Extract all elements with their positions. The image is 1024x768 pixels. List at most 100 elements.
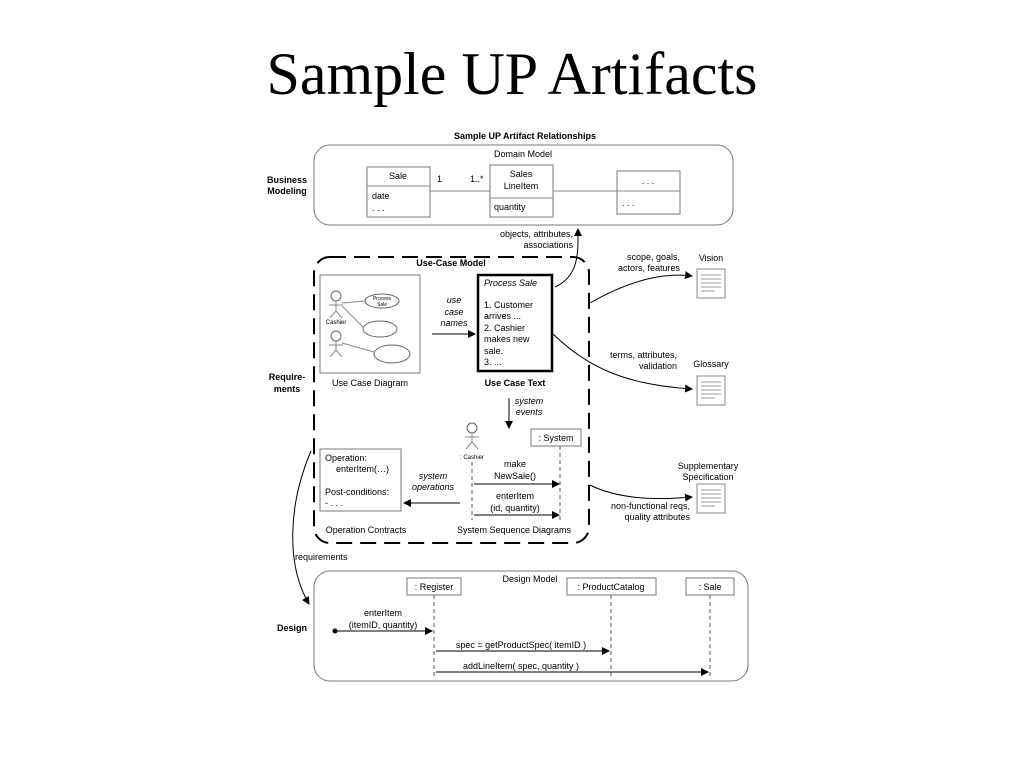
svg-text:use: use (447, 295, 462, 305)
svg-text:: System: : System (538, 433, 573, 443)
svg-text:non-functional reqs,: non-functional reqs, (611, 501, 690, 511)
svg-text:Specification: Specification (682, 472, 733, 482)
diagram-title: Sample UP Artifact Relationships (454, 131, 596, 141)
vision-document-icon (696, 268, 726, 299)
actor-icon (465, 422, 479, 450)
supplementary-label: Supplementary Specification (678, 461, 739, 482)
svg-text:Process: Process (373, 296, 392, 302)
svg-text:Modeling: Modeling (267, 186, 307, 196)
svg-text:Sales: Sales (510, 169, 533, 179)
svg-text:sale.: sale. (484, 346, 503, 356)
svg-text:date: date (372, 191, 390, 201)
svg-text:. . .: . . . (642, 176, 655, 186)
class-sale: Sale date . . . (366, 166, 431, 218)
use-case-diagram-caption: Use Case Diagram (332, 378, 408, 388)
design-model-frame (313, 570, 749, 682)
operation-contract: Operation: enterItem(…) Post-conditions:… (319, 448, 402, 512)
svg-text:terms, attributes,: terms, attributes, (610, 350, 677, 360)
link-requirements: requirements (292, 450, 348, 605)
ssd-caption: System Sequence Diagrams (457, 525, 572, 535)
svg-text:. . .: . . . (372, 203, 385, 213)
link-scope-goals: scope, goals, actors, features (589, 252, 693, 304)
svg-text:arrives ...: arrives ... (484, 311, 521, 321)
message-enter-item: enterItem (itemID, quantity) (332, 608, 433, 635)
svg-text:events: events (516, 407, 543, 417)
svg-text:Business: Business (267, 175, 307, 185)
svg-text:Require-: Require- (269, 372, 306, 382)
lifeline-sale: : Sale (685, 577, 735, 676)
svg-text:associations: associations (523, 240, 573, 250)
svg-text:3. ...: 3. ... (484, 357, 502, 367)
svg-text:enterItem: enterItem (364, 608, 402, 618)
svg-text:Post-conditions:: Post-conditions: (325, 487, 389, 497)
slide-title: Sample UP Artifacts (266, 41, 758, 107)
requirements-label: Require- ments (269, 372, 306, 394)
system-sequence-diagram: : Cashier : System make NewSale() enterI… (460, 422, 582, 520)
multiplicity-one: 1 (437, 174, 442, 184)
domain-model-title: Domain Model (494, 149, 552, 159)
svg-text:Process Sale: Process Sale (484, 278, 537, 288)
class-other: . . . . . . (616, 170, 681, 215)
svg-text:Sale: Sale (377, 302, 387, 308)
class-sales-lineitem: Sales LineItem quantity (489, 164, 554, 218)
message-add-line-item: addLineItem( spec, quantity ) (436, 661, 709, 676)
svg-text:validation: validation (639, 361, 677, 371)
svg-text:quality attributes: quality attributes (624, 512, 690, 522)
use-case-model-frame (313, 256, 590, 544)
vision-label: Vision (699, 253, 723, 263)
actor-icon (329, 330, 343, 358)
operation-contracts-caption: Operation Contracts (326, 525, 407, 535)
svg-text:2. Cashier: 2. Cashier (484, 323, 525, 333)
svg-text:makes new: makes new (484, 334, 530, 344)
svg-text:: Sale: : Sale (698, 582, 721, 592)
svg-text:. . .: . . . (622, 198, 635, 208)
svg-text:enterItem(…): enterItem(…) (336, 464, 389, 474)
link-nonfunctional: non-functional reqs, quality attributes (589, 484, 693, 522)
svg-text:: Register: : Register (415, 582, 454, 592)
link-terms-attributes: terms, attributes, validation (552, 333, 693, 393)
use-case-text: Process Sale 1. Customer arrives ... 2. … (476, 273, 554, 373)
design-model-title: Design Model (502, 574, 557, 584)
svg-text:system: system (419, 471, 448, 481)
svg-text:system: system (515, 396, 544, 406)
design-label: Design (277, 623, 307, 633)
message-get-product-spec: spec = getProductSpec( itemID ) (436, 640, 610, 655)
svg-text:actors, features: actors, features (618, 263, 681, 273)
svg-text:Sale: Sale (389, 171, 407, 181)
use-case-model-title: Use-Case Model (416, 258, 486, 268)
glossary-label: Glossary (693, 359, 729, 369)
svg-text:scope, goals,: scope, goals, (627, 252, 680, 262)
supplementary-document-icon (696, 483, 726, 514)
svg-text:LineItem: LineItem (504, 181, 539, 191)
lifeline-product-catalog: : ProductCatalog (566, 577, 657, 676)
system-operations-arrow: system operations (403, 471, 460, 507)
svg-text:Operation:: Operation: (325, 453, 367, 463)
lifeline-register: : Register (406, 577, 462, 676)
svg-text:NewSale(): NewSale() (494, 471, 536, 481)
svg-text:1. Customer: 1. Customer (484, 300, 533, 310)
svg-text:objects, attributes,: objects, attributes, (500, 229, 573, 239)
svg-text:addLineItem( spec, quantity ): addLineItem( spec, quantity ) (463, 661, 579, 671)
svg-text:names: names (440, 318, 468, 328)
svg-text:enterItem: enterItem (496, 491, 534, 501)
svg-text:case: case (444, 307, 463, 317)
svg-text:: Cashier: : Cashier (460, 455, 484, 461)
glossary-document-icon (696, 375, 726, 406)
system-events-arrow: system events (505, 396, 544, 429)
svg-text:: ProductCatalog: : ProductCatalog (577, 582, 644, 592)
svg-text:operations: operations (412, 482, 455, 492)
actor-icon (329, 290, 343, 319)
svg-text:Cashier: Cashier (326, 320, 347, 326)
svg-text:(itemID, quantity): (itemID, quantity) (349, 620, 418, 630)
link-objects-attributes: objects, attributes, associations (500, 228, 583, 288)
business-modeling-label: Business Modeling (267, 175, 307, 196)
svg-text:(id, quantity): (id, quantity) (490, 503, 540, 513)
svg-text:quantity: quantity (494, 202, 526, 212)
svg-text:ments: ments (274, 384, 301, 394)
svg-text:make: make (504, 459, 526, 469)
use-case-diagram: Cashier Process Sale (319, 274, 421, 374)
svg-text:- . . .: - . . . (325, 498, 343, 508)
use-case-text-caption: Use Case Text (485, 378, 546, 388)
svg-text:Supplementary: Supplementary (678, 461, 739, 471)
